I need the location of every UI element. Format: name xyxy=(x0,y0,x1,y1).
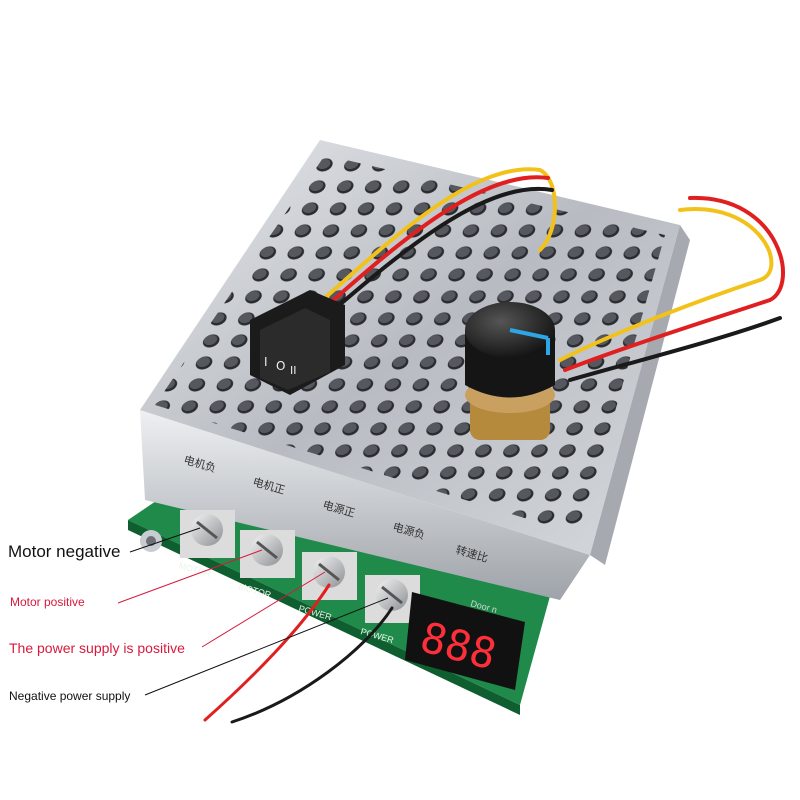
leader-power-positive xyxy=(201,571,326,648)
callout-motor-positive: Motor positive xyxy=(10,595,85,609)
signal-wires xyxy=(298,167,785,382)
switch-mark: I xyxy=(264,355,268,369)
toggle-switch-icon: I O II xyxy=(264,355,297,377)
screw-terminal-icon xyxy=(240,530,295,578)
led-display-icon: Door n 888 xyxy=(405,592,525,690)
switch-mark: II xyxy=(290,364,297,377)
leader-motor-positive xyxy=(117,549,263,604)
screw-terminal-icon xyxy=(180,510,235,558)
metal-cover xyxy=(140,140,690,600)
power-wires xyxy=(203,583,394,724)
rocker-switch[interactable]: I O II xyxy=(250,290,345,395)
leader-motor-negative xyxy=(129,527,201,553)
switch-mark: O xyxy=(276,359,285,373)
callout-lines xyxy=(117,527,389,696)
callout-power-negative: Negative power supply xyxy=(9,689,131,703)
potentiometer-knob-icon[interactable] xyxy=(465,302,555,440)
callout-motor-negative: Motor negative xyxy=(8,542,121,561)
callout-power-positive: The power supply is positive xyxy=(9,640,185,656)
leader-power-negative xyxy=(144,597,389,696)
screw-terminal-icon xyxy=(302,552,357,600)
